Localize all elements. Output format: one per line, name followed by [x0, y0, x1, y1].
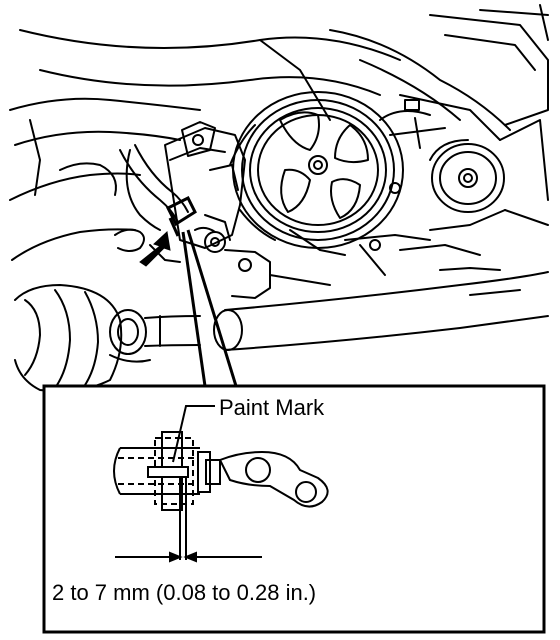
paint-mark-label: Paint Mark [219, 395, 325, 420]
engine-block-left [9, 97, 201, 263]
drive-shaft-boot [14, 284, 201, 393]
measurement-label: 2 to 7 mm (0.08 to 0.28 in.) [52, 580, 316, 605]
hose-clamp-detail [165, 195, 197, 237]
idler-pulley [429, 119, 549, 226]
engine-bay-drawing [9, 4, 549, 393]
lower-bracket [224, 209, 506, 299]
cross-tube [213, 267, 549, 351]
direction-arrow-icon [139, 231, 171, 267]
inset-pipe-drawing [113, 431, 329, 560]
callout-leader-lines [181, 229, 238, 387]
power-steering-pump [164, 121, 246, 253]
upper-panels [19, 4, 549, 149]
measurement-arrows [115, 551, 262, 563]
pump-pulley [229, 91, 404, 251]
callout-box: Paint Mark 2 to 7 mm (0.08 to 0.28 in.) [42, 384, 546, 634]
paint-mark-leader [172, 405, 215, 463]
